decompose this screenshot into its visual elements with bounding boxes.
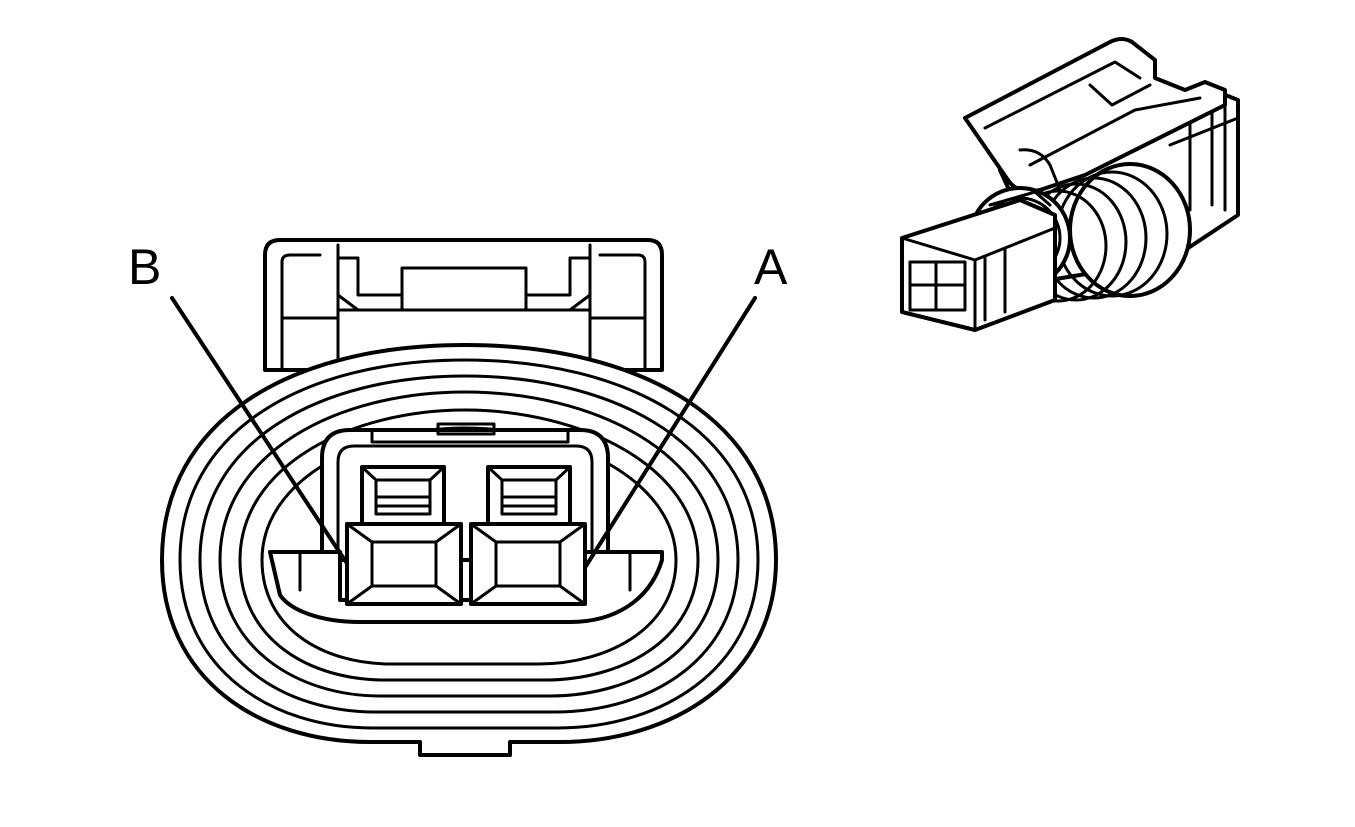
connector-front-view [160, 238, 778, 757]
terminal-a [469, 522, 587, 606]
leader-line-a [584, 296, 757, 568]
terminal-windows-upper [360, 465, 572, 529]
terminal-a-label: A [754, 239, 788, 295]
locking-latch [263, 238, 664, 372]
connector-isometric-view [900, 37, 1240, 332]
leader-line-b [170, 296, 348, 564]
terminal-b-label: B [128, 239, 162, 295]
terminal-b [345, 522, 463, 606]
front-plug [900, 190, 1057, 332]
